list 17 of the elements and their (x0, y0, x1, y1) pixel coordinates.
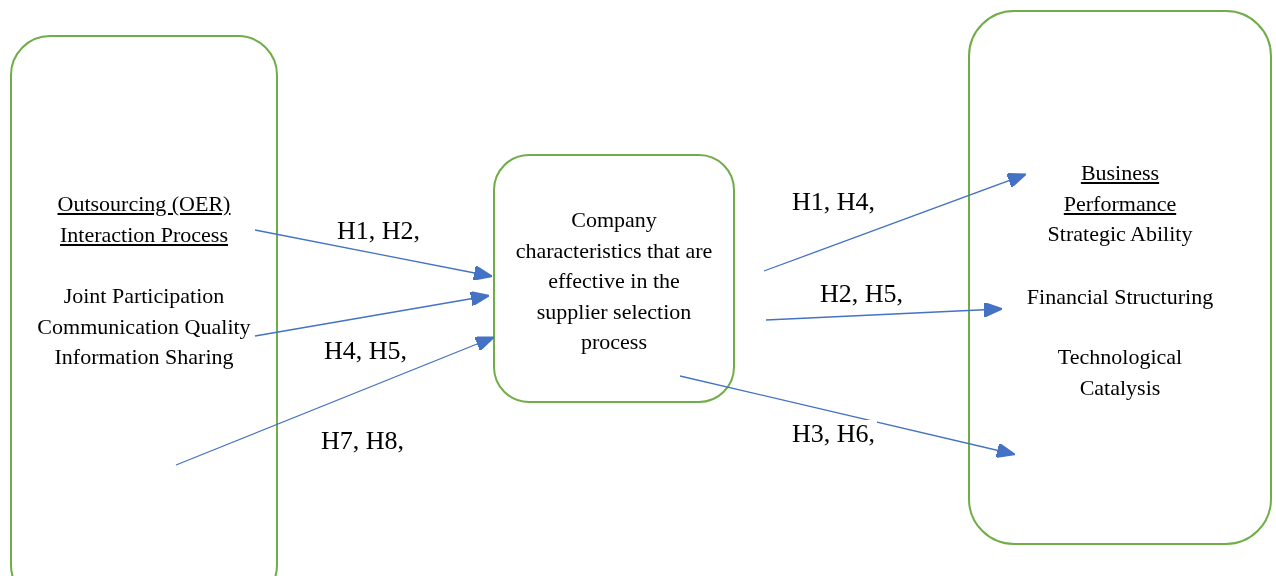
group-box (10, 35, 278, 576)
arrow (679, 375, 1016, 459)
heading-text: Business Performance (1062, 159, 1178, 218)
node-text: Financial Structuring (1025, 283, 1215, 311)
node-text: Technological Catalysis (1056, 343, 1184, 402)
group-box (968, 10, 1272, 545)
node-text: Joint Participation Communication Quality Information Sharing (36, 282, 252, 371)
process-box (493, 154, 735, 403)
arrow (254, 229, 493, 281)
edge-label: H3, H6, (790, 420, 878, 448)
arrow (765, 301, 1003, 321)
arrow (763, 173, 1027, 272)
node-text: Company characteristics that are effective in the supplier selection process (514, 206, 714, 356)
arrow (254, 290, 490, 337)
arrow (175, 336, 495, 466)
node-text: Strategic Ability (1046, 220, 1194, 248)
heading-text: Outsourcing (OER) Interaction Process (56, 190, 232, 249)
